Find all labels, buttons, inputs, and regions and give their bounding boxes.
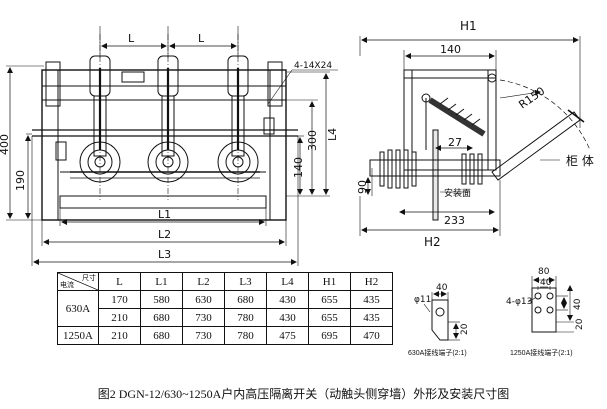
dim-300: 300 — [306, 130, 319, 151]
dimension-table: 尺寸 电流 L L1 L2 L3 L4 H1 H2 630A 170 580 6… — [57, 272, 393, 345]
dim-27: 27 — [448, 136, 462, 149]
mount-surface-label: 安装面 — [444, 187, 471, 199]
table-cell: 680 — [140, 308, 183, 327]
table-cell: 780 — [224, 326, 267, 345]
terminal-1250-dim-80: 80 — [538, 267, 550, 277]
table-cell: 430 — [266, 290, 309, 309]
table-cell: 730 — [182, 326, 225, 345]
terminal-630a-drawing — [423, 291, 460, 341]
dim-h1: H1 — [460, 19, 477, 33]
dim-400: 400 — [0, 134, 11, 155]
front-view — [6, 26, 338, 266]
table-cell: 730 — [182, 308, 225, 327]
table-cell: 580 — [140, 290, 183, 309]
table-cell: 435 — [350, 290, 393, 309]
table-header-cell: L1 — [140, 272, 183, 291]
current-rating-cell: 630A — [57, 290, 99, 327]
table-corner-cell: 尺寸 电流 — [57, 272, 99, 291]
table-cell: 780 — [224, 308, 267, 327]
table-row: 1250A 210 680 730 780 475 695 470 — [57, 326, 393, 345]
dim-h2: H2 — [424, 235, 441, 249]
side-view — [359, 36, 591, 236]
dim-l2: L2 — [158, 228, 171, 241]
table-row: 630A 170 580 630 680 430 655 435 — [57, 290, 393, 327]
dim-l-left: L — [128, 32, 135, 45]
dim-l3: L3 — [158, 248, 171, 261]
dim-90: 90 — [356, 180, 369, 194]
table-cell: 680 — [224, 290, 267, 309]
dim-r150: R150 — [516, 84, 547, 111]
table-cell: 655 — [308, 290, 351, 309]
table-cell: 430 — [266, 308, 309, 327]
table-header-cell: H1 — [308, 272, 351, 291]
table-cell: 475 — [266, 326, 309, 345]
table-header-cell: L2 — [182, 272, 225, 291]
table-row: 210 680 730 780 430 655 435 — [58, 308, 393, 327]
table-cell: 680 — [140, 326, 183, 345]
dim-140-side: 140 — [440, 43, 461, 56]
table-cell: 170 — [98, 290, 141, 309]
table-cell: 695 — [308, 326, 351, 345]
terminal-1250a-label: 1250A接线端子(2:1) — [510, 350, 573, 357]
table-cell: 655 — [308, 308, 351, 327]
table-cell: 210 — [98, 308, 141, 327]
corner-diagonal — [58, 273, 98, 290]
terminal-1250a-drawing — [527, 276, 574, 333]
current-rating-cell: 1250A — [57, 326, 99, 345]
corner-label-size: 尺寸 — [82, 274, 96, 282]
terminal-630-dim-20: 20 — [460, 323, 470, 335]
dim-hole-front: 4-14X24 — [294, 61, 332, 71]
open-blade — [491, 109, 585, 181]
table-header-cell: H2 — [350, 272, 393, 291]
table-cell: 435 — [350, 308, 393, 327]
table-header-row: 尺寸 电流 L L1 L2 L3 L4 H1 H2 — [57, 272, 393, 291]
dim-l4: L4 — [326, 128, 339, 141]
terminal-630a-label: 630A接线端子(2:1) — [408, 350, 467, 357]
pole-1 — [79, 55, 121, 183]
dim-l-right: L — [198, 32, 205, 45]
terminal-630-dim-40: 40 — [436, 283, 448, 293]
table-header-cell: L3 — [224, 272, 267, 291]
dim-190: 190 — [14, 170, 27, 191]
wall-bushing — [369, 149, 501, 189]
table-header-cell: L — [98, 272, 141, 291]
terminal-1250-dim-40w: 40 — [540, 278, 552, 288]
corner-label-current: 电流 — [60, 281, 74, 289]
table-cell: 470 — [350, 326, 393, 345]
mount-wall — [432, 129, 439, 221]
terminal-1250-hole: 4-φ13 — [506, 297, 532, 307]
terminal-630-hole: φ11 — [414, 295, 431, 305]
cabinet-label: 柜 体 — [566, 154, 594, 168]
dim-233: 233 — [444, 214, 465, 227]
table-cell: 210 — [98, 326, 141, 345]
dim-140-front: 140 — [292, 157, 305, 178]
upper-insulator — [428, 97, 486, 137]
terminal-1250-dim-40h: 40 — [573, 298, 583, 310]
table-cell: 630 — [182, 290, 225, 309]
table-header-cell: L4 — [266, 272, 309, 291]
terminal-1250-dim-20: 20 — [575, 318, 585, 330]
dim-l1: L1 — [158, 208, 171, 221]
figure-caption: 图2 DGN-12/630~1250A户内高压隔离开关（动触头侧穿墙）外形及安装… — [97, 387, 510, 401]
